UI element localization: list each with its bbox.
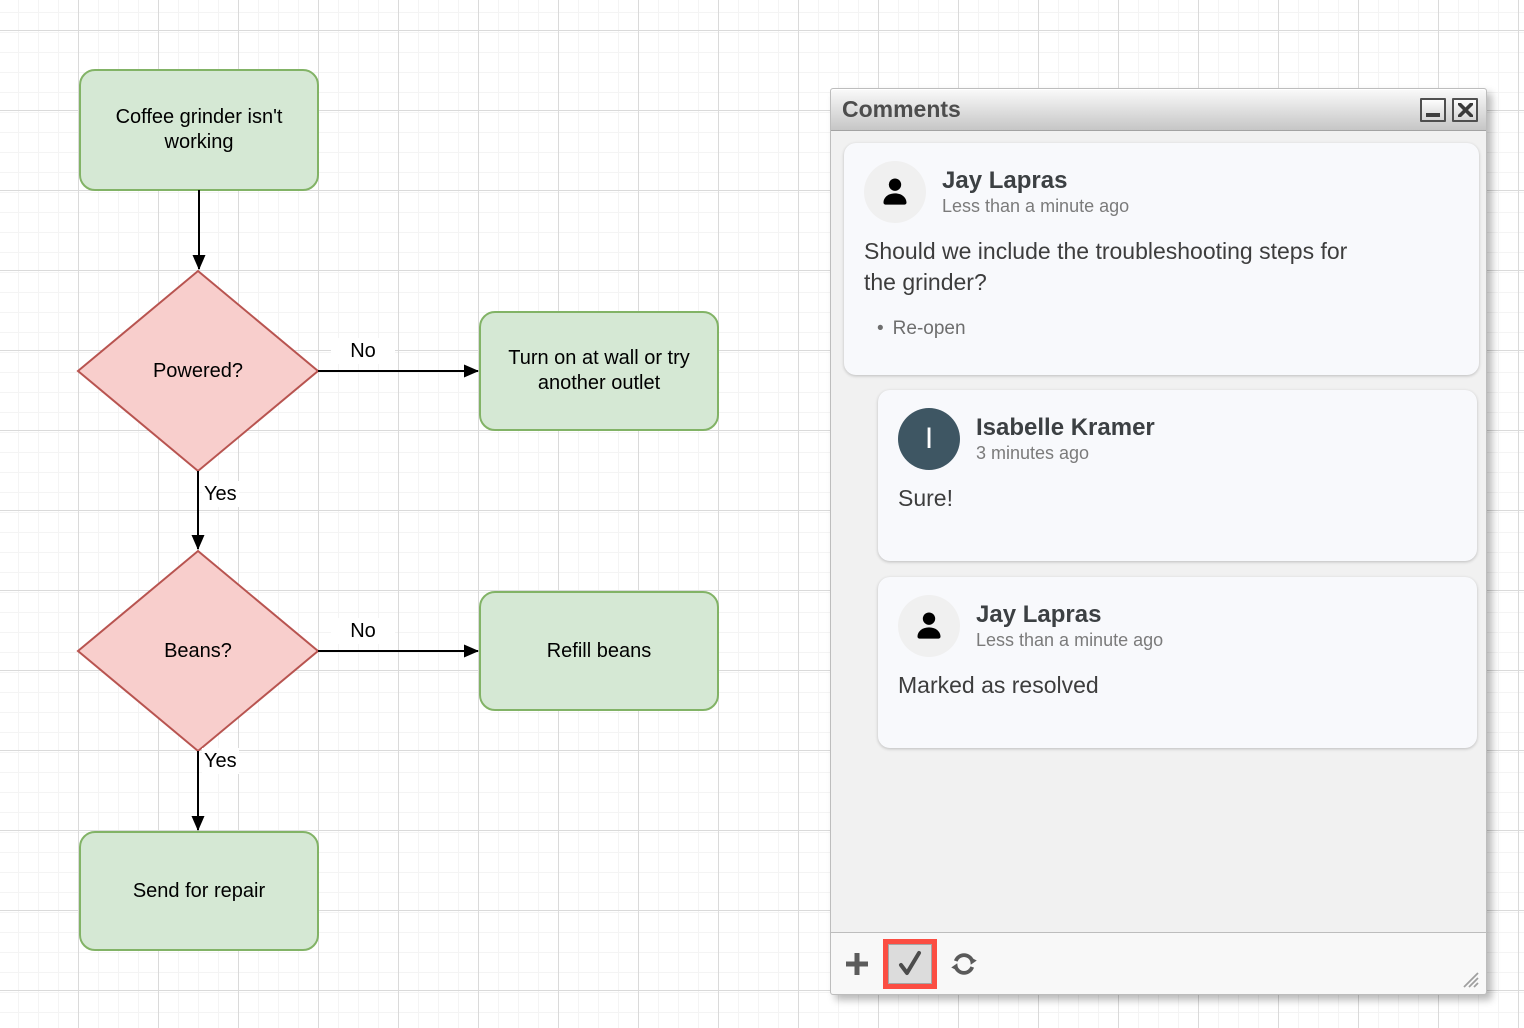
comments-list: Jay Lapras Less than a minute ago Should… bbox=[831, 130, 1486, 932]
plus-icon bbox=[846, 952, 868, 975]
comments-titlebar[interactable]: Comments bbox=[831, 89, 1486, 131]
comment-text: Should we include the troubleshooting st… bbox=[864, 238, 1348, 296]
flowchart bbox=[76, 69, 719, 951]
comment-text: Sure! bbox=[898, 485, 953, 511]
avatar bbox=[898, 595, 960, 657]
comment-time: Less than a minute ago bbox=[976, 630, 1164, 650]
comment-card[interactable]: I Isabelle Kramer 3 minutes ago Sure! bbox=[878, 390, 1477, 561]
comments-toolbar bbox=[831, 932, 1486, 994]
node-beans-shape[interactable] bbox=[76, 549, 320, 753]
node-outlet-shape[interactable] bbox=[479, 311, 719, 431]
minimize-button[interactable] bbox=[1420, 97, 1446, 122]
comment-card[interactable]: Jay Lapras Less than a minute ago Should… bbox=[844, 143, 1479, 375]
node-start-shape[interactable] bbox=[79, 69, 319, 191]
node-repair-shape[interactable] bbox=[79, 831, 319, 951]
comment-card[interactable]: Jay Lapras Less than a minute ago Marked… bbox=[878, 577, 1477, 748]
avatar bbox=[864, 161, 926, 223]
node-refill-shape[interactable] bbox=[479, 591, 719, 711]
bullet: • bbox=[877, 318, 884, 340]
comment-time: Less than a minute ago bbox=[942, 196, 1130, 216]
node-powered-shape[interactable] bbox=[76, 269, 320, 473]
comment-author: Jay Lapras bbox=[942, 167, 1068, 194]
person-icon bbox=[883, 178, 907, 205]
comment-text: Marked as resolved bbox=[898, 672, 1099, 698]
reopen-link[interactable]: Re-open bbox=[892, 318, 966, 340]
comment-author: Jay Lapras bbox=[976, 601, 1102, 628]
comments-window: Comments bbox=[830, 88, 1487, 995]
refresh-comments-button[interactable] bbox=[949, 949, 979, 979]
resize-grip[interactable] bbox=[1459, 968, 1479, 988]
close-icon bbox=[1457, 102, 1473, 117]
comment-time: 3 minutes ago bbox=[976, 443, 1090, 463]
check-icon bbox=[899, 950, 921, 975]
close-button[interactable] bbox=[1452, 97, 1478, 122]
minimize-icon bbox=[1426, 113, 1440, 117]
person-icon bbox=[917, 612, 941, 639]
comment-author: Isabelle Kramer bbox=[976, 414, 1155, 441]
window-title: Comments bbox=[842, 96, 961, 122]
refresh-icon bbox=[951, 952, 977, 975]
add-comment-button[interactable] bbox=[843, 950, 871, 978]
avatar: I bbox=[898, 408, 960, 470]
resolve-comments-button[interactable] bbox=[883, 938, 937, 989]
